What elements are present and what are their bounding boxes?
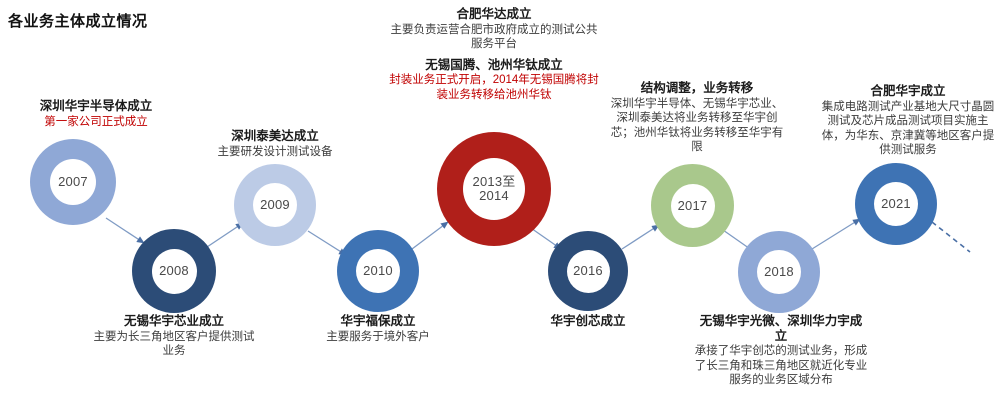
event-label-2007: 深圳华宇半导体成立 第一家公司正式成立 (0, 99, 192, 129)
node-2017[interactable]: 2017 (651, 164, 734, 247)
node-2008-hole: 2008 (151, 248, 197, 294)
event-2013-sub: 主要负责运营合肥市政府成立的测试公共服务平台 (390, 23, 598, 51)
node-2013-year-line2: 2014 (479, 188, 509, 203)
node-2016-hole: 2016 (566, 249, 610, 293)
node-2016[interactable]: 2016 (548, 231, 628, 311)
node-2013-2014[interactable]: 2013至 2014 (437, 132, 551, 246)
event-2018-sub: 承接了华宇创芯的测试业务，形成了长三角和珠三角地区就近化专业服务的业务区域分布 (694, 345, 868, 386)
event-2017-sub: 深圳华宇半导体、无锡华宇芯业、深圳泰美达将业务转移至华宇创芯；池州华钛将业务转移… (610, 97, 784, 154)
node-2007-year: 2007 (58, 174, 88, 189)
event-label-2016: 华宇创芯成立 (508, 314, 668, 330)
node-2008[interactable]: 2008 (132, 229, 216, 313)
event-2008-heading: 无锡华宇芯业成立 (123, 314, 224, 328)
event-2010-heading: 华宇福保成立 (340, 314, 416, 328)
event-label-2013-2014: 合肥华达成立 主要负责运营合肥市政府成立的测试公共服务平台 无锡国腾、池州华钛成… (385, 7, 603, 102)
node-2018-year: 2018 (764, 264, 794, 279)
page-title: 各业务主体成立情况 (8, 13, 148, 30)
event-2013-heading: 合肥华达成立 (456, 7, 532, 21)
arrow-2009-2010 (307, 230, 347, 256)
event-label-2010: 华宇福保成立 主要服务于境外客户 (288, 314, 468, 344)
event-2013-heading2: 无锡国腾、池州华钛成立 (425, 57, 563, 72)
event-label-2008: 无锡华宇芯业成立 主要为长三角地区客户提供测试业务 (92, 314, 256, 359)
event-2007-sub: 第一家公司正式成立 (44, 115, 148, 128)
node-2009[interactable]: 2009 (234, 164, 316, 246)
node-2021-hole: 2021 (874, 182, 918, 226)
event-2009-heading: 深圳泰美达成立 (231, 129, 319, 143)
event-2010-sub: 主要服务于境外客户 (326, 330, 430, 343)
node-2018[interactable]: 2018 (738, 231, 820, 313)
event-2016-heading: 华宇创芯成立 (550, 314, 626, 328)
node-2007[interactable]: 2007 (30, 139, 116, 225)
event-2007-heading: 深圳华宇半导体成立 (39, 99, 153, 113)
node-2007-hole: 2007 (50, 159, 96, 205)
arrow-2008-2009 (206, 222, 244, 248)
event-2021-sub: 集成电路测试产业基地大尺寸晶圆测试及芯片成品测试项目实施主体，为华东、京津冀等地… (821, 100, 995, 157)
node-2017-hole: 2017 (670, 183, 715, 228)
node-2021[interactable]: 2021 (855, 163, 937, 245)
node-2016-year: 2016 (573, 263, 603, 278)
arrow-2007-2008 (105, 217, 145, 244)
node-2010-hole: 2010 (356, 249, 400, 293)
arrow-2016-2017 (621, 224, 660, 250)
node-2009-year: 2009 (260, 197, 290, 212)
node-2018-hole: 2018 (757, 250, 801, 294)
node-2008-year: 2008 (159, 263, 189, 278)
event-label-2021: 合肥华宇成立 集成电路测试产业基地大尺寸晶圆测试及芯片成品测试项目实施主体，为华… (818, 84, 998, 158)
event-2018-heading: 无锡华宇光微、深圳华力宇成立 (699, 314, 863, 343)
node-2010[interactable]: 2010 (337, 230, 419, 312)
event-label-2017: 结构调整，业务转移 深圳华宇半导体、无锡华宇芯业、深圳泰美达将业务转移至华宇创芯… (608, 81, 786, 155)
arrow-2021-future-dashed (931, 221, 971, 253)
event-label-2018: 无锡华宇光微、深圳华力宇成立 承接了华宇创芯的测试业务，形成了长三角和珠三角地区… (694, 314, 868, 388)
node-2017-year: 2017 (677, 197, 708, 213)
event-label-2009: 深圳泰美达成立 主要研发设计测试设备 (187, 129, 363, 159)
node-2010-year: 2010 (363, 263, 393, 278)
event-2021-heading: 合肥华宇成立 (870, 84, 946, 98)
event-2009-sub: 主要研发设计测试设备 (217, 145, 333, 158)
arrow-2018-2021 (811, 218, 861, 250)
event-2008-sub: 主要为长三角地区客户提供测试业务 (93, 330, 255, 358)
arrow-2010-2013 (411, 221, 449, 250)
node-2009-hole: 2009 (253, 183, 297, 227)
node-2013-year-line1: 2013至 (472, 174, 516, 189)
node-2021-year: 2021 (881, 196, 911, 211)
event-2013-sub2: 封装业务正式开启，2014年无锡国腾将封装业务转移给池州华钛 (389, 74, 599, 101)
event-2017-heading: 结构调整，业务转移 (640, 81, 754, 95)
node-2013-2014-hole: 2013至 2014 (463, 158, 525, 220)
